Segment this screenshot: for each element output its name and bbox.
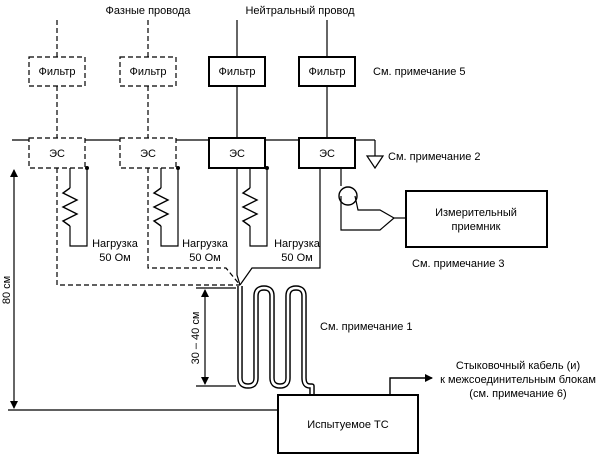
equipment-under-test: Испытуемое ТС bbox=[277, 394, 419, 454]
dimension-30-40-label: 30 – 40 см bbox=[190, 312, 202, 365]
dimension-30-40: 30 – 40 см bbox=[190, 287, 236, 387]
dimension-80: 80 см bbox=[1, 169, 278, 411]
load-1-label-l2: 50 Ом bbox=[99, 252, 130, 264]
filter-1-label: Фильтр bbox=[39, 66, 76, 78]
connector-cable bbox=[389, 374, 433, 395]
filter-3-label: Фильтр bbox=[219, 66, 256, 78]
measuring-receiver: Измерительный приемник bbox=[405, 190, 548, 248]
coax-to-receiver bbox=[338, 168, 406, 231]
es-1-label: ЭС bbox=[49, 148, 65, 160]
receiver-label-l2: приемник bbox=[452, 221, 501, 233]
filter-4-label: Фильтр bbox=[309, 66, 346, 78]
dimension-80-label: 80 см bbox=[1, 276, 13, 304]
es-box-4: ЭС bbox=[298, 137, 356, 169]
receiver-label-l1: Измерительный bbox=[435, 207, 517, 219]
load-3-label-l2: 50 Ом bbox=[281, 252, 312, 264]
neutral-line-1-to-eut bbox=[236, 168, 241, 286]
load-2-label-l2: 50 Ом bbox=[189, 252, 220, 264]
note2-label: См. примечание 2 bbox=[388, 151, 481, 163]
es-box-2: ЭС bbox=[119, 137, 177, 169]
phase-line-1-to-eut bbox=[56, 168, 240, 286]
note5-label: См. примечание 5 bbox=[373, 66, 466, 78]
load-resistor-1 bbox=[61, 166, 89, 247]
connector-label-l1: Стыковочный кабель (и) bbox=[456, 360, 580, 372]
connector-label-l2: к межсоединительным блокам bbox=[440, 374, 596, 386]
note3-label: См. примечание 3 bbox=[412, 258, 505, 270]
load-2-label-l1: Нагрузка bbox=[182, 238, 229, 250]
neutral-line-2-to-eut bbox=[239, 168, 321, 286]
filter-1: Фильтр bbox=[28, 56, 86, 87]
load-3-label-l1: Нагрузка bbox=[274, 238, 321, 250]
load-1-label-l1: Нагрузка bbox=[92, 238, 139, 250]
filter-3: Фильтр bbox=[208, 56, 266, 87]
load-resistor-3 bbox=[241, 166, 269, 247]
connector-label-l3: (см. примечание 6) bbox=[469, 388, 566, 400]
phase-wires-label: Фазные провода bbox=[106, 5, 192, 17]
filter-2: Фильтр bbox=[119, 56, 177, 87]
es-box-1: ЭС bbox=[28, 137, 86, 169]
es-4-label: ЭС bbox=[319, 148, 335, 160]
phase-line-2-to-eut bbox=[147, 168, 241, 286]
filter-4: Фильтр bbox=[298, 56, 356, 87]
note1-label: См. примечание 1 bbox=[320, 321, 413, 333]
es-2-label: ЭС bbox=[140, 148, 156, 160]
neutral-wire-label: Нейтральный провод bbox=[245, 5, 355, 17]
eut-label: Испытуемое ТС bbox=[307, 419, 388, 431]
es-3-label: ЭС bbox=[229, 148, 245, 160]
ground-icon bbox=[365, 155, 385, 170]
filter-2-label: Фильтр bbox=[130, 66, 167, 78]
folded-supply-cable bbox=[237, 285, 315, 395]
coax-connector-icon bbox=[338, 186, 358, 206]
load-resistor-2 bbox=[152, 166, 180, 247]
es-box-3: ЭС bbox=[208, 137, 266, 169]
